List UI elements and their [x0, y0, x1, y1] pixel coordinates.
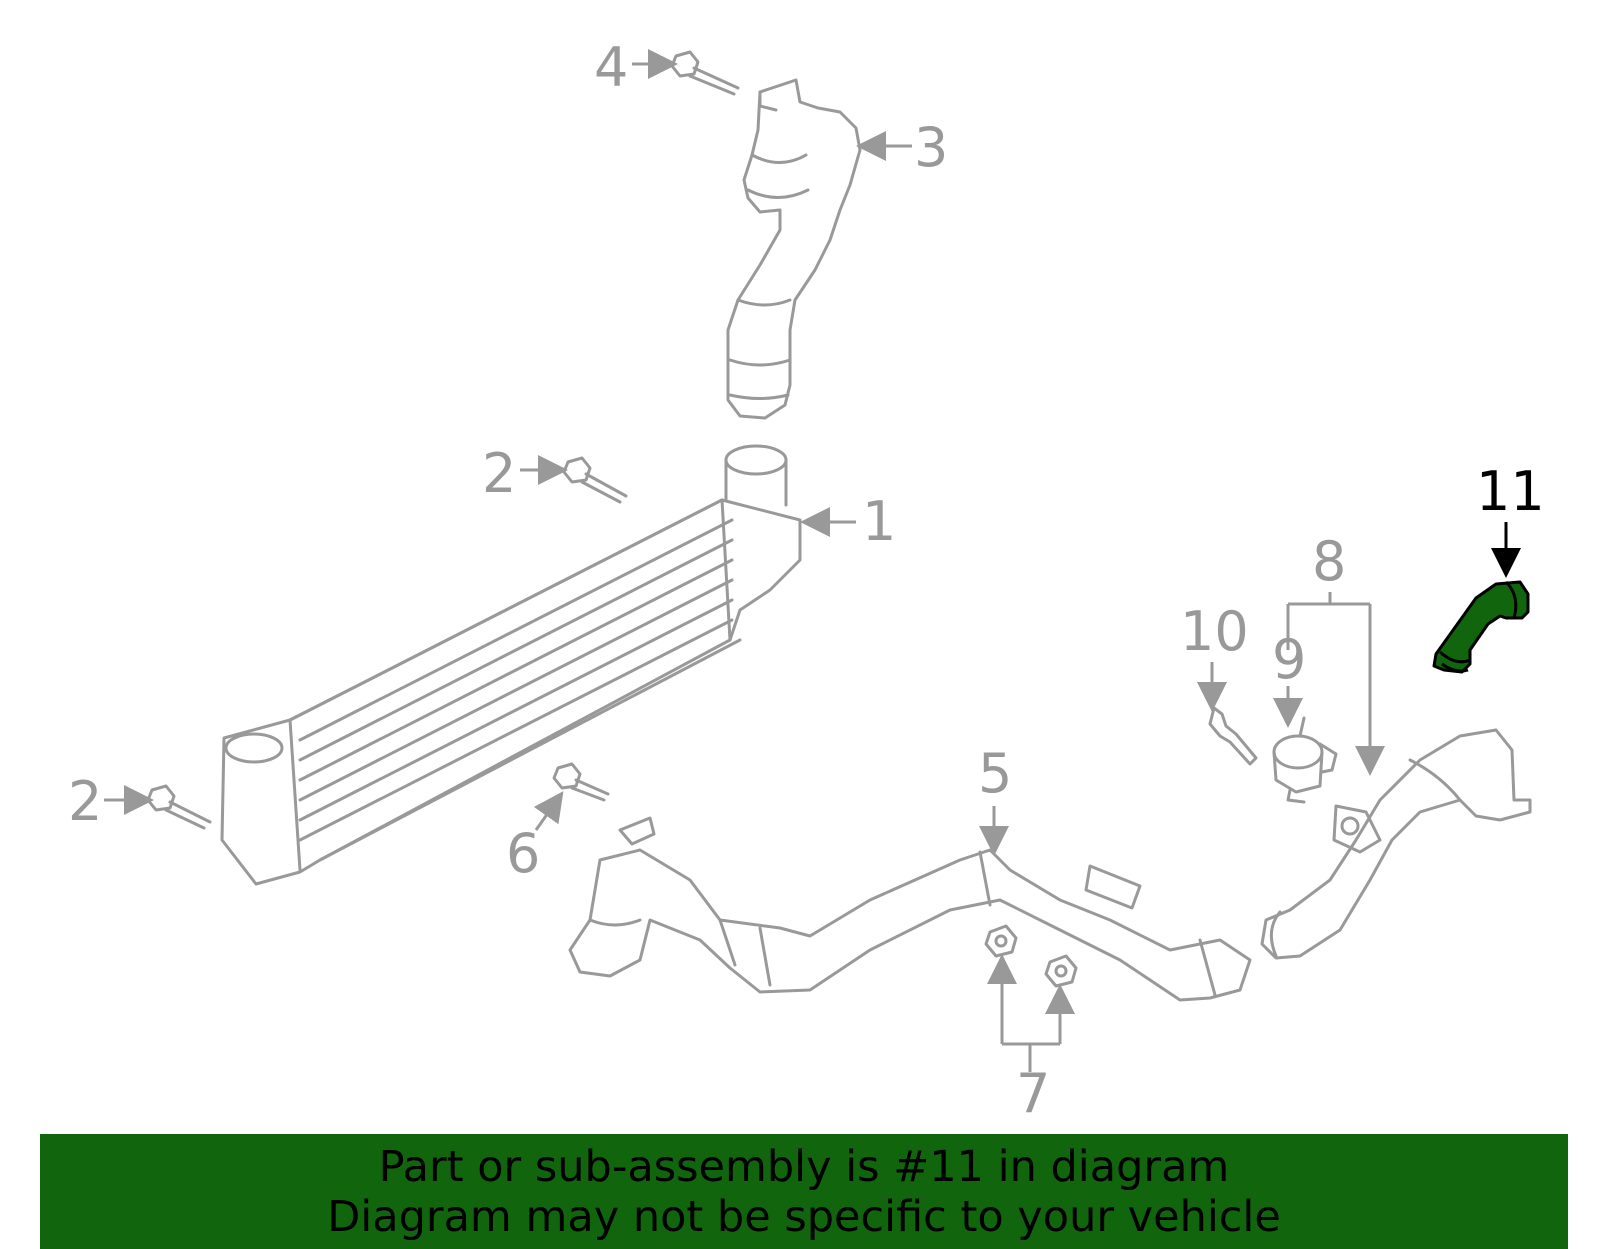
sensor-9	[1272, 716, 1338, 804]
bolt-2-lower	[146, 784, 212, 830]
highlighted-hose-11	[1432, 580, 1530, 674]
callout-8: 8	[1312, 530, 1346, 593]
banner-line-1: Part or sub-assembly is #11 in diagram	[378, 1142, 1230, 1192]
callout-5: 5	[978, 742, 1012, 805]
stud-10	[1208, 706, 1258, 766]
callout-10: 10	[1180, 600, 1249, 663]
callout-2-upper: 2	[482, 442, 516, 505]
upper-intercooler-tube	[726, 78, 862, 420]
callout-1: 1	[862, 490, 896, 553]
callout-4: 4	[594, 36, 628, 99]
info-banner: Part or sub-assembly is #11 in diagram D…	[40, 1134, 1568, 1249]
intercooler	[220, 444, 802, 886]
bolt-4	[670, 50, 740, 96]
leader-lines	[104, 49, 1521, 1072]
callout-2-lower: 2	[68, 770, 102, 833]
turbo-outlet-tube	[1260, 728, 1532, 960]
banner-line-2: Diagram may not be specific to your vehi…	[327, 1192, 1281, 1242]
nut-7a	[984, 924, 1018, 958]
bolt-2-upper	[562, 456, 628, 504]
callout-6: 6	[506, 822, 540, 885]
callout-3: 3	[914, 116, 948, 179]
callout-7: 7	[1016, 1062, 1050, 1125]
callout-11-highlighted: 11	[1476, 460, 1545, 523]
nut-7b	[1044, 954, 1078, 988]
lower-intercooler-tube	[568, 816, 1252, 1002]
callout-9: 9	[1272, 628, 1306, 691]
bolt-6	[552, 762, 610, 802]
